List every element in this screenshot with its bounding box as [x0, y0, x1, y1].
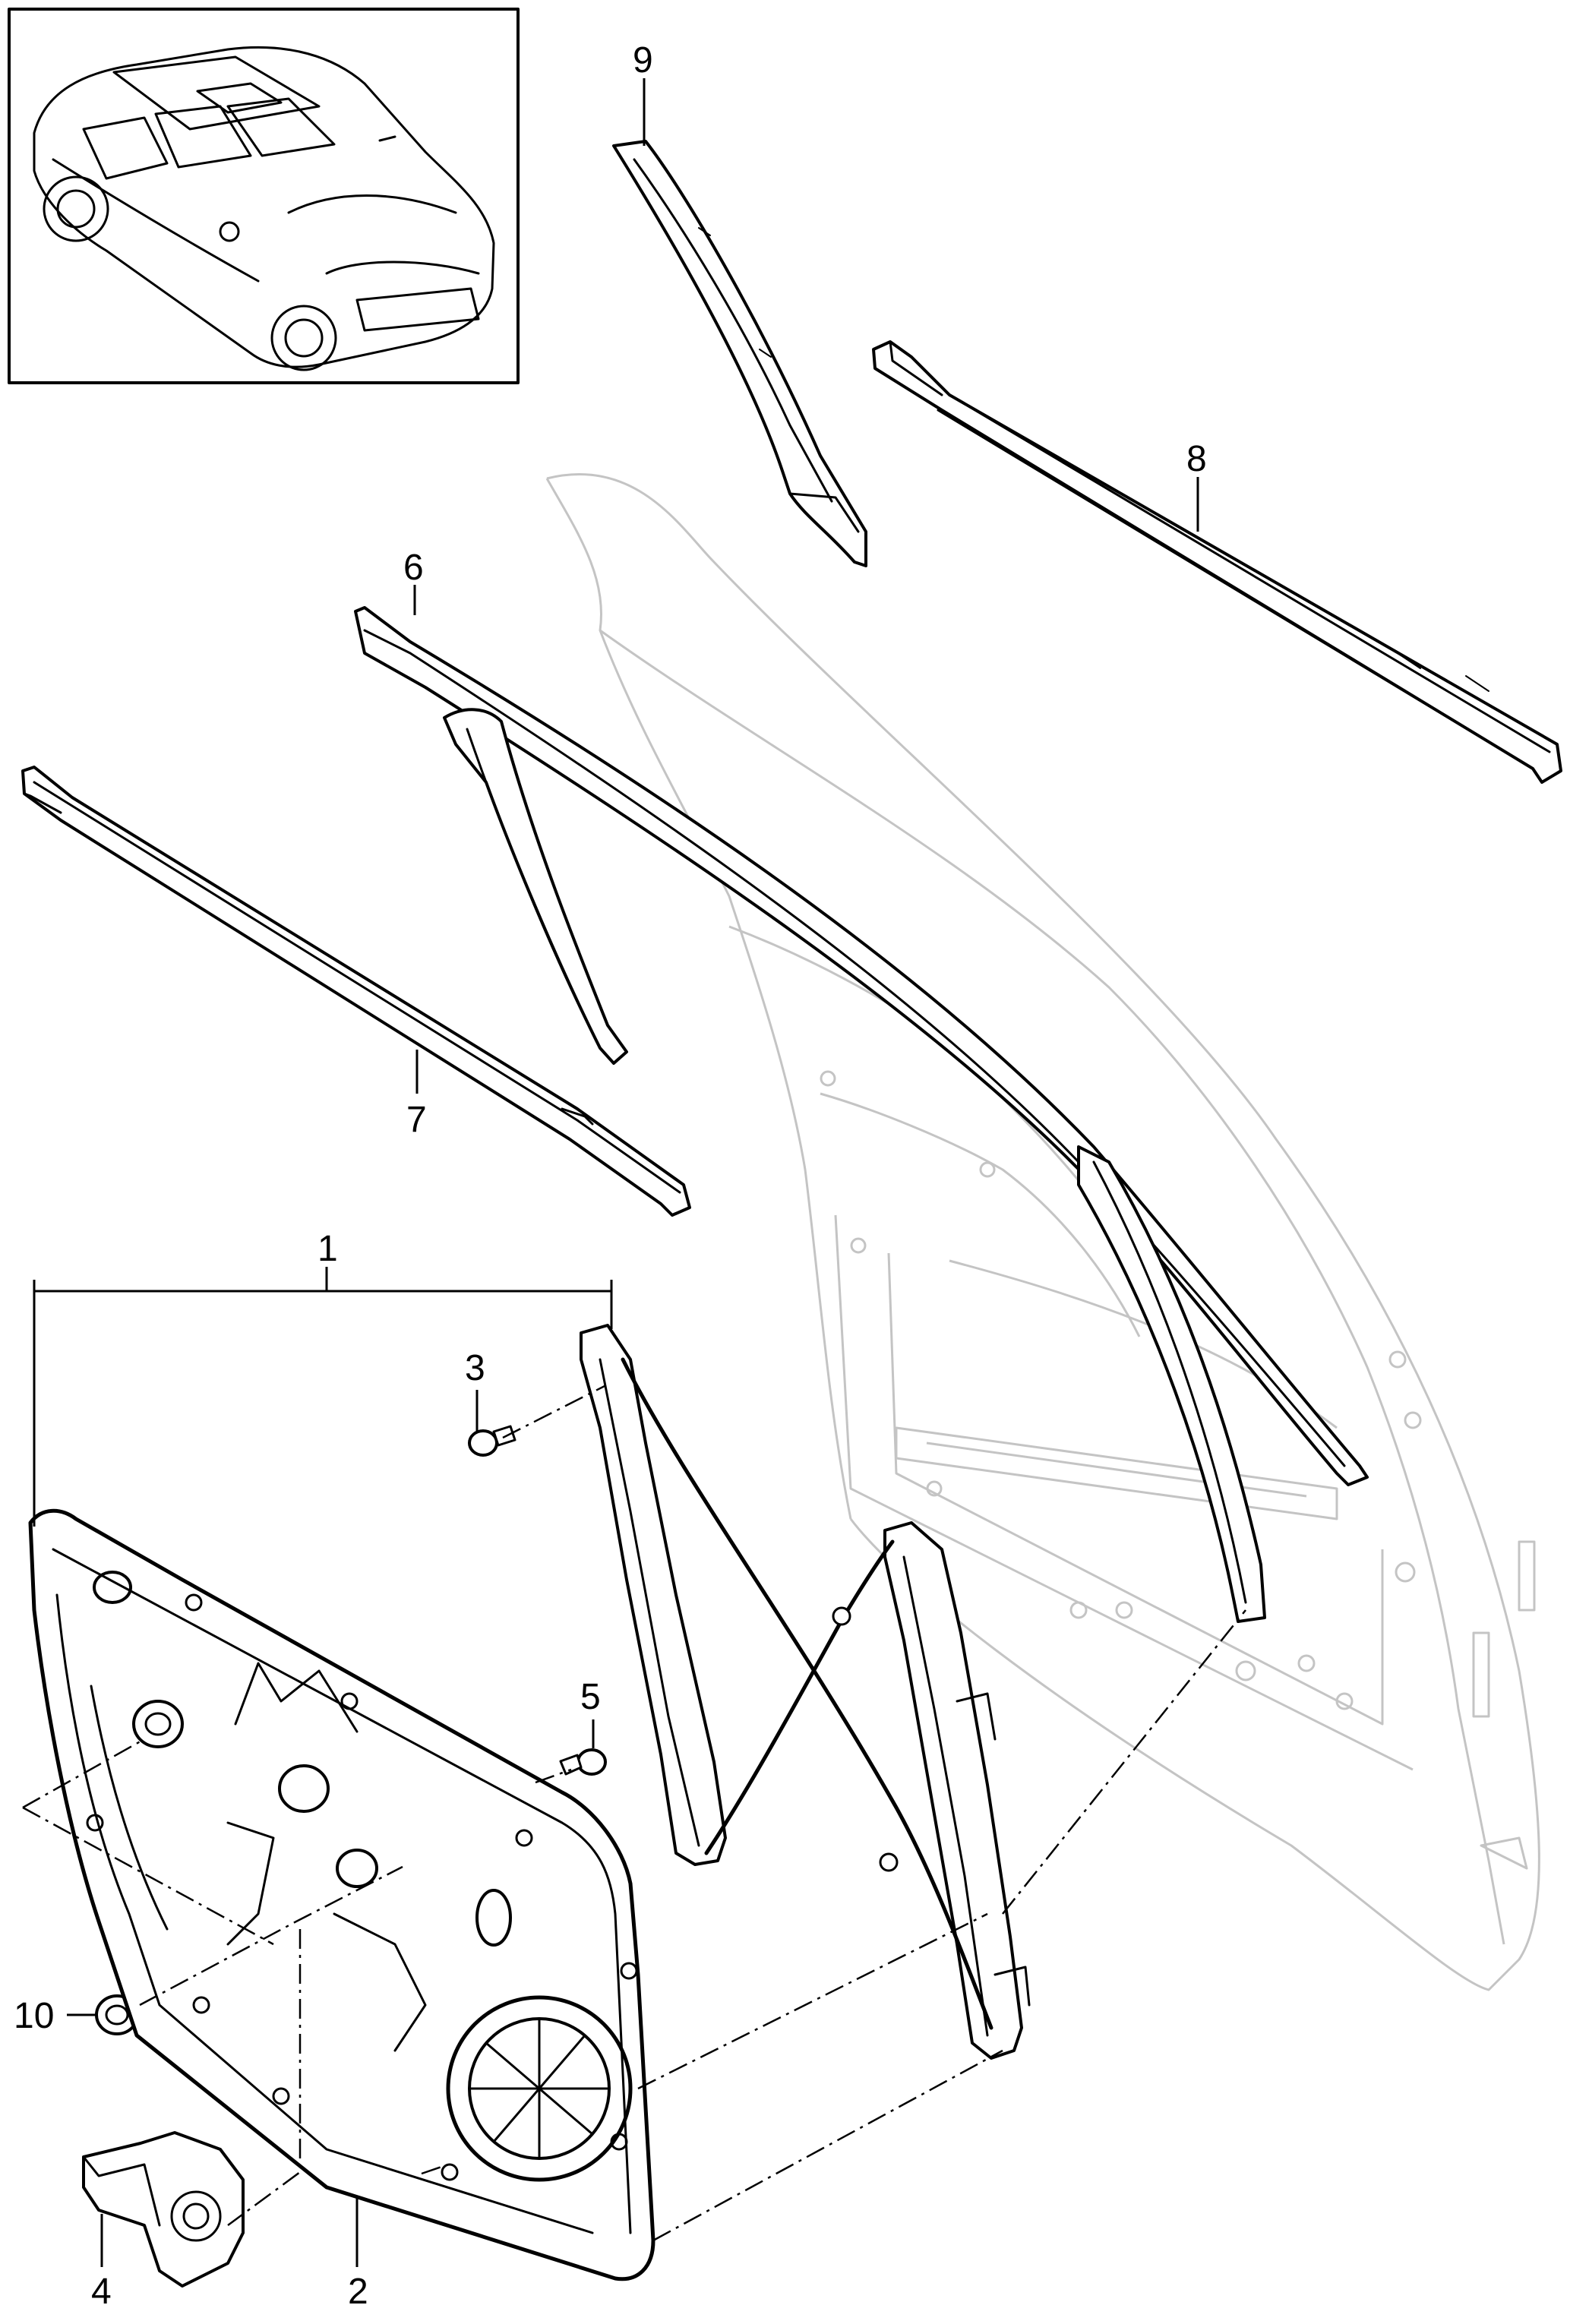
callout-3: 3 — [465, 1348, 485, 1388]
part-3-bolt — [468, 1425, 516, 1457]
assembly-alignment-lines — [22, 1384, 1246, 2242]
callout-9: 9 — [633, 40, 653, 81]
callout-7: 7 — [406, 1100, 427, 1140]
suv-illustration — [33, 46, 495, 371]
part-1-window-regulator — [580, 1324, 1031, 2060]
callout-1: 1 — [317, 1229, 338, 1269]
part-5-bolt — [559, 1748, 607, 1776]
callout-5: 5 — [580, 1677, 601, 1717]
callout-4: 4 — [91, 2272, 112, 2312]
part-7-inner-window-seal — [21, 766, 691, 1217]
callout-2: 2 — [348, 2272, 368, 2312]
callout-10: 10 — [14, 1996, 54, 2036]
part-6-window-guide-frame — [354, 606, 1369, 1623]
part-9-window-frame-trim — [612, 140, 867, 567]
vehicle-overview-inset — [8, 8, 520, 384]
part-8-outer-window-seal — [872, 340, 1562, 784]
inset-frame — [8, 8, 520, 384]
callout-leaders — [33, 78, 1199, 2267]
part-1-door-carrier-panel — [28, 1508, 655, 2281]
callout-8: 8 — [1186, 439, 1207, 479]
callout-6: 6 — [403, 548, 424, 588]
callout-labels: 1 2 3 4 5 6 7 8 9 10 — [14, 40, 1207, 2312]
part-4-window-motor — [82, 2131, 245, 2288]
